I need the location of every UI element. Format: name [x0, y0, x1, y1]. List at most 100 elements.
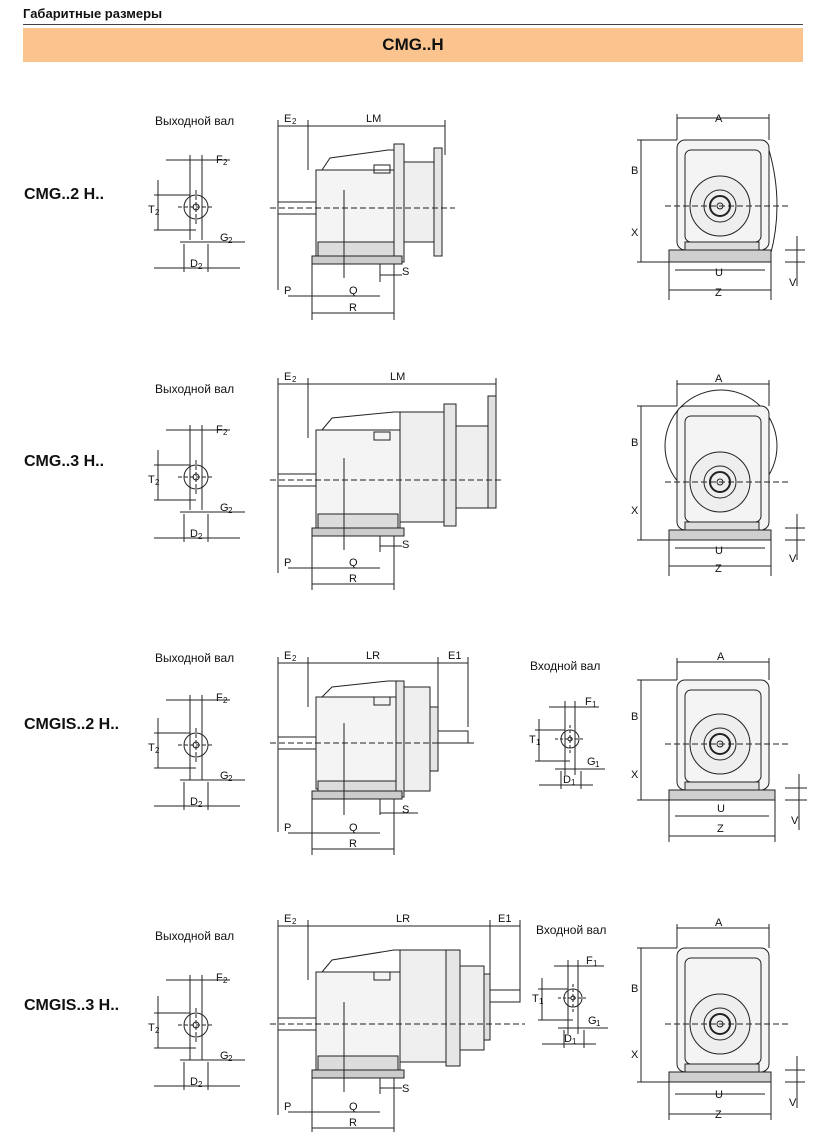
- label-f: F: [216, 424, 223, 436]
- label-a: A: [717, 651, 725, 663]
- front-view-drawing-1: A B X U Z V: [631, 113, 805, 300]
- label-lr: LR: [366, 650, 380, 662]
- label-sub: 2: [292, 375, 297, 384]
- label-t: T: [148, 1022, 155, 1034]
- label-v: V: [789, 553, 797, 565]
- label-sub: 2: [292, 654, 297, 663]
- label-a: A: [715, 373, 723, 385]
- label-s: S: [402, 804, 409, 816]
- label-sub: 2: [223, 696, 228, 705]
- label-p: P: [284, 1101, 291, 1113]
- label-sub: 2: [198, 262, 203, 271]
- label-r: R: [349, 302, 357, 314]
- label-u: U: [715, 545, 723, 557]
- label-q: Q: [349, 822, 358, 834]
- label-z: Z: [715, 1109, 722, 1121]
- label-sub: 2: [292, 917, 297, 926]
- front-view-drawing-4: A B X U Z V: [631, 917, 805, 1121]
- output-shaft-caption-4: Выходной вал: [155, 929, 235, 943]
- label-sub: 2: [155, 1026, 160, 1035]
- label-v: V: [791, 815, 799, 827]
- label-x: X: [631, 769, 639, 781]
- label-z: Z: [717, 823, 724, 835]
- label-q: Q: [349, 285, 358, 297]
- label-u: U: [715, 1089, 723, 1101]
- label-sub: 2: [228, 1054, 233, 1063]
- label-b: B: [631, 165, 638, 177]
- label-sub: 2: [155, 746, 160, 755]
- output-shaft-caption-3: Выходной вал: [155, 651, 235, 665]
- label-g: G: [220, 770, 229, 782]
- label-r: R: [349, 838, 357, 850]
- label-p: P: [284, 285, 291, 297]
- label-d: D: [190, 1076, 198, 1088]
- label-sub: 2: [198, 532, 203, 541]
- label-sub: 2: [155, 208, 160, 217]
- input-shaft-caption-4: Входной вал: [536, 923, 607, 937]
- label-sub: 1: [592, 700, 597, 709]
- label-e1: E1: [498, 913, 511, 925]
- label-a: A: [715, 113, 723, 125]
- label-f: F: [586, 955, 593, 967]
- label-sub: 2: [223, 158, 228, 167]
- label-b: B: [631, 983, 638, 995]
- label-x: X: [631, 505, 639, 517]
- label-sub: 2: [228, 506, 233, 515]
- label-u: U: [717, 803, 725, 815]
- label-t: T: [148, 474, 155, 486]
- title-bar: CMG..H: [23, 28, 803, 62]
- label-t: T: [148, 204, 155, 216]
- header-rule: [23, 24, 803, 25]
- label-g: G: [220, 232, 229, 244]
- label-t: T: [529, 734, 536, 746]
- output-shaft-caption-2: Выходной вал: [155, 382, 235, 396]
- label-sub: 2: [198, 1080, 203, 1089]
- label-e: E: [284, 650, 291, 662]
- label-sub: 2: [223, 428, 228, 437]
- input-shaft-caption-3: Входной вал: [530, 659, 601, 673]
- label-sub: 2: [155, 478, 160, 487]
- label-b: B: [631, 711, 638, 723]
- label-e: E: [284, 113, 291, 125]
- output-shaft-caption-1: Выходной вал: [155, 114, 235, 128]
- label-sub: 1: [593, 959, 598, 968]
- label-s: S: [402, 266, 409, 278]
- label-d: D: [564, 1033, 572, 1045]
- label-f: F: [216, 972, 223, 984]
- label-x: X: [631, 1049, 639, 1061]
- label-s: S: [402, 539, 409, 551]
- label-b: B: [631, 437, 638, 449]
- label-f: F: [216, 154, 223, 166]
- label-d: D: [190, 258, 198, 270]
- label-sub: 2: [198, 800, 203, 809]
- label-sub: 1: [571, 778, 576, 787]
- label-t: T: [532, 993, 539, 1005]
- label-d: D: [190, 796, 198, 808]
- label-q: Q: [349, 1101, 358, 1113]
- model-label-cmg3h: CMG..3 H..: [24, 453, 105, 470]
- label-e1: E1: [448, 650, 461, 662]
- label-sub: 2: [223, 976, 228, 985]
- label-g: G: [587, 756, 596, 768]
- model-label-cmg2h: CMG..2 H..: [24, 186, 105, 203]
- front-view-drawing-2: A B X U Z V: [631, 373, 805, 576]
- page-header: Габаритные размеры: [23, 6, 163, 21]
- label-g: G: [588, 1015, 597, 1027]
- label-z: Z: [715, 563, 722, 575]
- label-sub: 1: [572, 1037, 577, 1046]
- label-v: V: [789, 277, 797, 289]
- label-e: E: [284, 913, 291, 925]
- label-a: A: [715, 917, 723, 929]
- label-sub: 1: [536, 738, 541, 747]
- label-v: V: [789, 1097, 797, 1109]
